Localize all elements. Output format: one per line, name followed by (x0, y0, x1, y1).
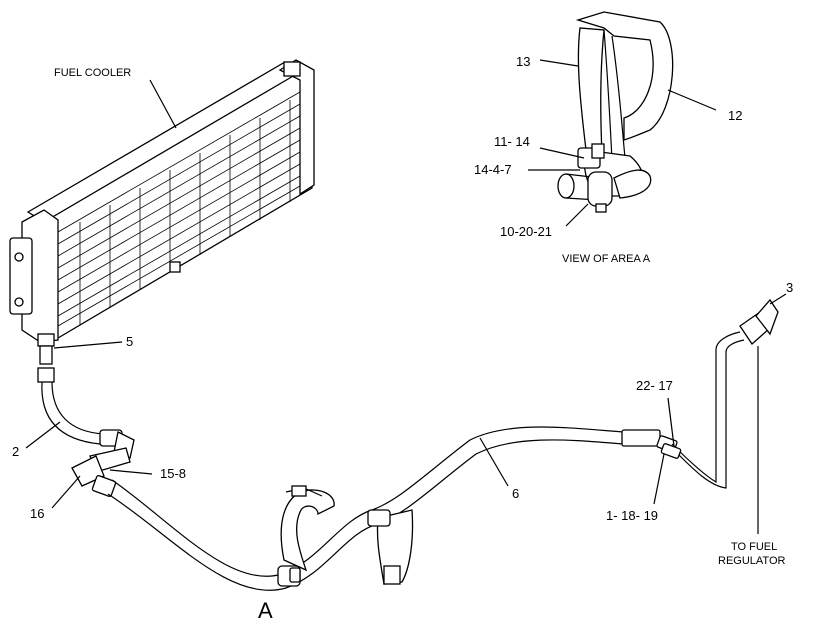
callout-3: 3 (786, 280, 793, 295)
line-to-regulator (671, 298, 779, 489)
fitting-15-8 (71, 447, 131, 498)
fuel-cooler (9, 59, 315, 343)
detail-view-area-a (557, 11, 674, 213)
callout-2: 2 (12, 444, 19, 459)
bracket-middle (367, 509, 414, 585)
callout-6: 6 (512, 486, 519, 501)
fitting-5 (37, 333, 55, 383)
label-regulator: REGULATOR (718, 555, 785, 567)
label-fuel-cooler: FUEL COOLER (54, 67, 131, 79)
callout-11-14: 11- 14 (494, 134, 530, 149)
callout-14-4-7: 14-4-7 (474, 162, 512, 177)
callout-10-20-21: 10-20-21 (500, 224, 552, 239)
callout-12: 12 (728, 108, 742, 123)
callout-1-18-19: 1- 18- 19 (606, 508, 658, 523)
bracket-area-a (277, 485, 335, 587)
hose-2 (41, 381, 135, 459)
callout-5: 5 (126, 334, 133, 349)
callout-13: 13 (516, 54, 530, 69)
label-to-fuel: TO FUEL (731, 541, 777, 553)
leader-lines (25, 59, 787, 509)
callout-16: 16 (30, 506, 44, 521)
label-area-a: A (258, 598, 273, 623)
callout-15-8: 15-8 (160, 466, 186, 481)
label-view-of-area-a: VIEW OF AREA A (562, 253, 651, 265)
clip-22-17 (660, 443, 682, 459)
callout-22-17: 22- 17 (636, 378, 673, 393)
